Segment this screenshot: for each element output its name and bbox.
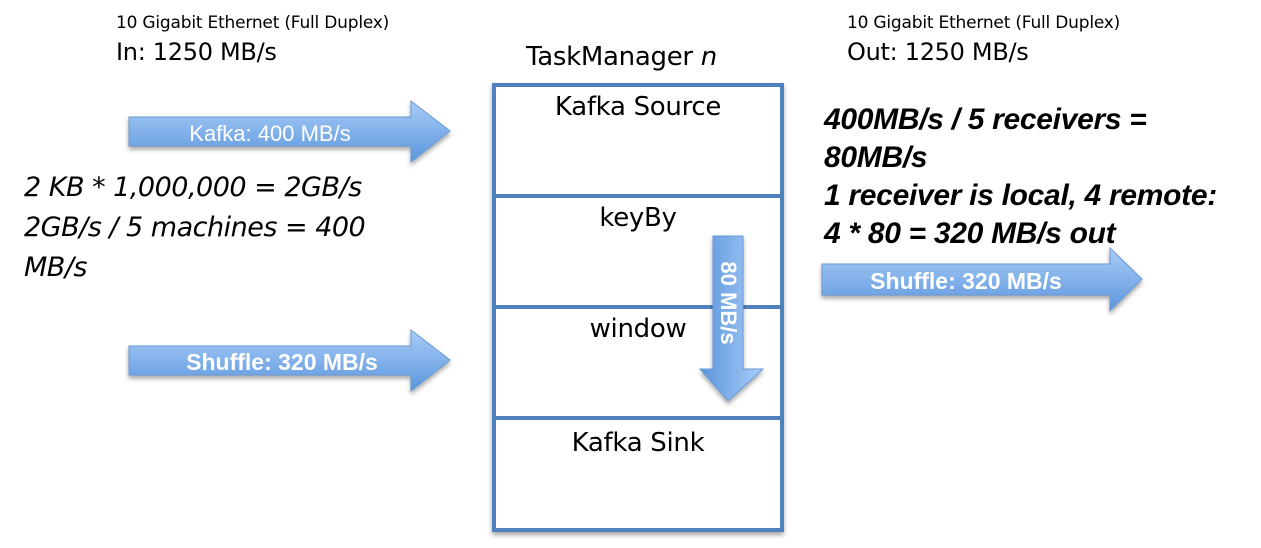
right-network-title: 10 Gigabit Ethernet (Full Duplex) — [847, 13, 1121, 33]
operator-kafka-sink: Kafka Sink — [571, 428, 705, 458]
left-network-rate: In: 1250 MB/s — [116, 38, 277, 66]
internal-flow-label: 80 MB/s — [716, 261, 741, 344]
left-calc-line: 2GB/s / 5 machines = 400 — [24, 212, 366, 243]
right-calc-line: 400MB/s / 5 receivers = — [824, 103, 1147, 136]
kafka-in-arrow: Kafka: 400 MB/s — [128, 99, 451, 164]
shuffle-out-arrow: Shuffle: 320 MB/s — [821, 246, 1143, 313]
task-manager-title-text: TaskManager — [526, 42, 701, 72]
left-calc-line: MB/s — [24, 252, 87, 283]
operator-keyby: keyBy — [599, 203, 677, 233]
right-calc-line: 80MB/s — [824, 141, 928, 174]
operator-window: window — [589, 314, 687, 344]
right-calculation: 400MB/s / 5 receivers = 80MB/s 1 receive… — [824, 101, 1217, 253]
operator-kafka-source: Kafka Source — [554, 92, 722, 122]
right-calc-line: 1 receiver is local, 4 remote: — [824, 179, 1217, 212]
task-manager-index: n — [700, 42, 717, 72]
internal-flow-arrow: 80 MB/s — [698, 235, 765, 402]
right-calc-line: 4 * 80 = 320 MB/s out — [824, 217, 1116, 250]
right-network-rate: Out: 1250 MB/s — [847, 38, 1029, 66]
left-calculation: 2 KB * 1,000,000 = 2GB/s 2GB/s / 5 machi… — [24, 168, 444, 288]
shuffle-in-arrow: Shuffle: 320 MB/s — [128, 328, 451, 393]
left-network-title: 10 Gigabit Ethernet (Full Duplex) — [116, 13, 390, 33]
task-manager-title: TaskManager n — [526, 42, 717, 72]
left-calc-line: 2 KB * 1,000,000 = 2GB/s — [24, 172, 362, 203]
kafka-in-label: Kafka: 400 MB/s — [189, 121, 350, 146]
shuffle-out-label: Shuffle: 320 MB/s — [870, 268, 1062, 294]
shuffle-in-label: Shuffle: 320 MB/s — [186, 349, 378, 375]
